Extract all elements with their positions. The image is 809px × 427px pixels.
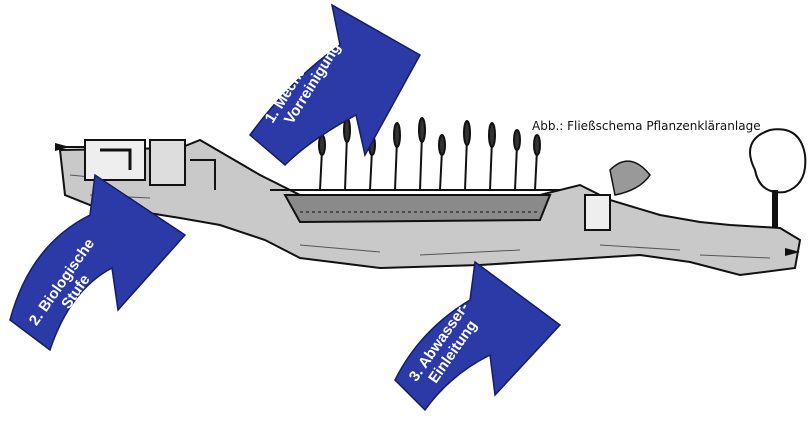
outlet-shaft — [584, 160, 651, 231]
arrow-stage-2 — [9, 173, 187, 352]
tree — [749, 128, 807, 228]
plant-filter-bed — [270, 189, 560, 224]
arrow-stage-1 — [248, 3, 422, 167]
arrow-stage-3 — [394, 260, 562, 412]
figure-caption: Abb.: Fließschema Pflanzenkläranlage — [532, 119, 761, 133]
reed-plants — [318, 117, 541, 191]
flow-arrows — [55, 143, 800, 256]
